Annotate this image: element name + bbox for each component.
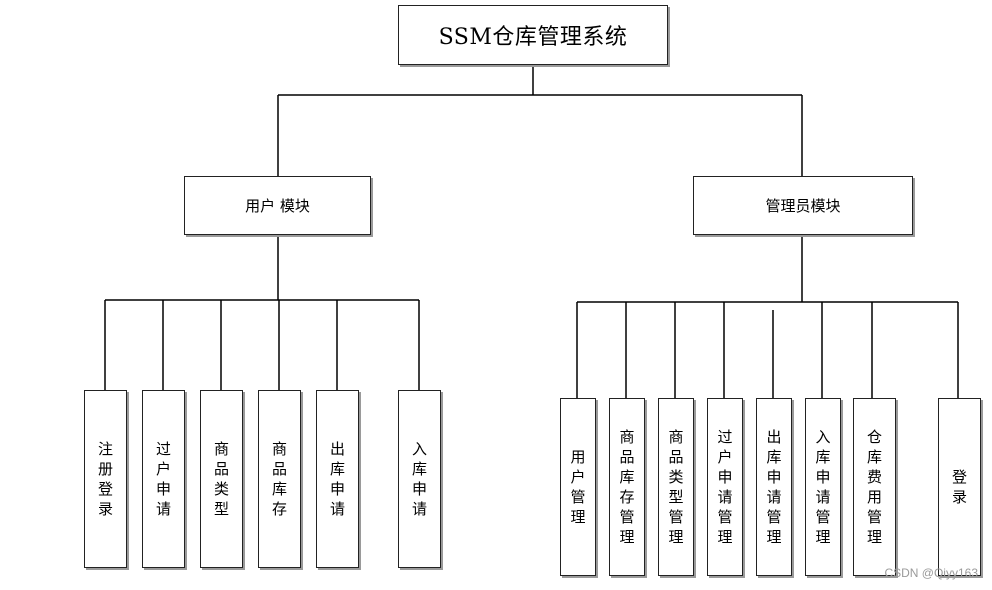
- root-node: SSM仓库管理系统: [398, 5, 668, 65]
- root-node-label: SSM仓库管理系统: [438, 25, 628, 50]
- user-leaf-4: 商品库存: [258, 390, 301, 568]
- admin-leaf-5-label: 出库申请管理: [766, 428, 782, 546]
- admin-leaf-1-label: 用户管理: [570, 448, 586, 526]
- admin-leaf-6-label: 入库申请管理: [815, 428, 831, 546]
- user-leaf-6: 入库申请: [398, 390, 441, 568]
- admin-leaf-8: 登录: [938, 398, 981, 576]
- admin-leaf-2: 商品库存管理: [609, 398, 645, 576]
- admin-module-node: 管理员模块: [693, 176, 913, 235]
- admin-leaf-2-label: 商品库存管理: [619, 428, 635, 546]
- admin-leaf-3: 商品类型管理: [658, 398, 694, 576]
- user-module-node: 用户 模块: [184, 176, 371, 235]
- admin-leaf-3-label: 商品类型管理: [668, 428, 684, 546]
- admin-leaf-5: 出库申请管理: [756, 398, 792, 576]
- admin-leaf-8-label: 登录: [951, 468, 967, 506]
- user-leaf-3: 商品类型: [200, 390, 243, 568]
- user-leaf-3-label: 商品类型: [213, 440, 229, 518]
- watermark-text: CSDN @Qiyy163: [884, 566, 978, 580]
- user-module-label: 用户 模块: [245, 197, 310, 215]
- admin-leaf-1: 用户管理: [560, 398, 596, 576]
- admin-leaf-4-label: 过户申请管理: [717, 428, 733, 546]
- user-leaf-1: 注册登录: [84, 390, 127, 568]
- user-leaf-1-label: 注册登录: [97, 440, 113, 518]
- admin-leaf-7: 仓库费用管理: [853, 398, 896, 576]
- user-leaf-6-label: 入库申请: [411, 440, 427, 518]
- user-leaf-5: 出库申请: [316, 390, 359, 568]
- user-leaf-4-label: 商品库存: [271, 440, 287, 518]
- admin-leaf-6: 入库申请管理: [805, 398, 841, 576]
- user-leaf-5-label: 出库申请: [329, 440, 345, 518]
- admin-module-label: 管理员模块: [765, 197, 841, 215]
- user-leaf-2-label: 过户申请: [155, 440, 171, 518]
- admin-leaf-7-label: 仓库费用管理: [866, 428, 882, 546]
- user-leaf-2: 过户申请: [142, 390, 185, 568]
- admin-leaf-4: 过户申请管理: [707, 398, 743, 576]
